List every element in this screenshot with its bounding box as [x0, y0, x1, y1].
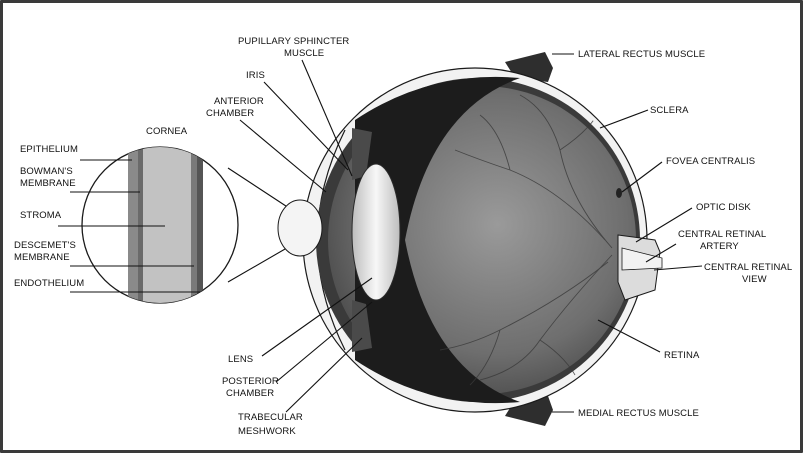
label-posterior-chamber-2: CHAMBER: [226, 388, 274, 399]
label-epithelium: EPITHELIUM: [20, 144, 78, 155]
label-central-retinal-artery-1: CENTRAL RETINAL: [678, 229, 766, 240]
fovea-centralis-shape: [616, 188, 622, 198]
descemets-layer: [191, 140, 197, 310]
eyeball: [303, 52, 662, 426]
label-lens: LENS: [228, 354, 253, 365]
label-bowmans-2: MEMBRANE: [20, 178, 76, 189]
label-iris: IRIS: [246, 70, 265, 81]
magnifier-small-circle: [278, 200, 322, 256]
label-pupillary-sphincter-1: PUPILLARY SPHINCTER: [238, 36, 349, 47]
label-sclera: SCLERA: [650, 105, 689, 116]
label-posterior-chamber-1: POSTERIOR: [222, 376, 279, 387]
label-central-retinal-view-2: VIEW: [742, 274, 767, 285]
label-lateral-rectus: LATERAL RECTUS MUSCLE: [578, 49, 705, 60]
label-bowmans-1: BOWMAN'S: [20, 166, 73, 177]
label-descemets-2: MEMBRANE: [14, 252, 70, 263]
label-central-retinal-artery-2: ARTERY: [700, 241, 739, 252]
label-trabecular-1: TRABECULAR: [238, 412, 303, 423]
label-stroma: STROMA: [20, 210, 62, 221]
bowmans-layer: [138, 140, 143, 310]
label-pupillary-sphincter-2: MUSCLE: [284, 48, 324, 59]
label-anterior-chamber-2: CHAMBER: [206, 108, 254, 119]
cornea-magnifier: [82, 140, 322, 310]
label-trabecular-2: MESHWORK: [238, 426, 296, 437]
label-central-retinal-view-1: CENTRAL RETINAL: [704, 262, 792, 273]
label-descemets-1: DESCEMET'S: [14, 240, 76, 251]
label-medial-rectus: MEDIAL RECTUS MUSCLE: [578, 408, 699, 419]
endothelium-layer: [197, 140, 203, 310]
label-cornea: CORNEA: [146, 126, 188, 137]
label-fovea-centralis: FOVEA CENTRALIS: [666, 156, 755, 167]
lens-shape: [352, 164, 400, 300]
label-retina: RETINA: [664, 350, 700, 361]
stroma-layer: [143, 140, 191, 310]
label-anterior-chamber-1: ANTERIOR: [214, 96, 264, 107]
epithelium-layer: [128, 140, 138, 310]
label-optic-disk: OPTIC DISK: [696, 202, 751, 213]
label-endothelium: ENDOTHELIUM: [14, 278, 84, 289]
